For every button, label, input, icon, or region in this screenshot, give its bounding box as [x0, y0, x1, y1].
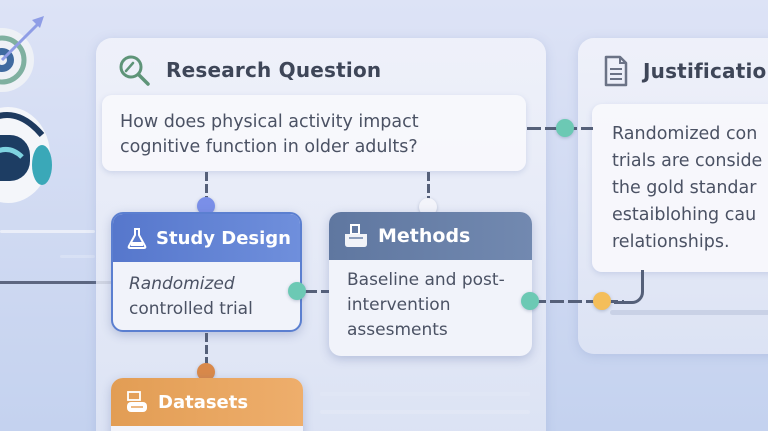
study-design-header: Study Design [113, 214, 300, 262]
methods-line2: intervention [347, 295, 451, 315]
research-question-text-line1: How does physical activity impact [120, 112, 419, 132]
study-design-title: Study Design [156, 227, 291, 249]
connector-dot-teal [288, 282, 306, 300]
methods-line1: Baseline and post- [347, 270, 505, 290]
justification-line: the gold standar [612, 178, 757, 198]
background-streak [0, 230, 95, 233]
connector-study-datasets [205, 333, 208, 367]
connector-rq-study-design [205, 172, 208, 202]
datasets-title: Datasets [158, 391, 249, 413]
connector-rq-methods [427, 172, 430, 202]
background-streak [60, 255, 95, 258]
connector-study-methods [303, 290, 331, 293]
study-design-node[interactable]: Study Design Randomized controlled trial [111, 212, 302, 332]
connector-dot-yellow [593, 292, 611, 310]
justification-card: Randomized con trials are conside the go… [592, 104, 768, 272]
methods-body: Baseline and post- intervention assesmen… [329, 260, 532, 351]
connector-methods-justification [532, 300, 624, 303]
datasets-node[interactable]: Datasets [111, 378, 303, 431]
database-icon [125, 390, 149, 414]
connector-curve [614, 270, 644, 304]
connector-dot-teal [556, 119, 574, 137]
connector-dot-orange [197, 363, 215, 381]
research-question-card: How does physical activity impact cognit… [102, 95, 526, 171]
justification-header: Justificatio [603, 55, 766, 87]
connector-dot-blue [197, 197, 215, 215]
methods-node[interactable]: Methods Baseline and post- intervention … [329, 212, 532, 356]
study-design-line2: controlled trial [129, 299, 253, 319]
research-question-text-line2: cognitive function in older adults? [120, 137, 418, 157]
connector-dot-white [419, 198, 437, 216]
research-question-header: Research Question [118, 54, 381, 86]
methods-title: Methods [378, 225, 471, 247]
flask-icon [127, 227, 147, 249]
justification-line: estaibloh​ing cau [612, 205, 757, 225]
datasets-header: Datasets [111, 378, 303, 426]
left-connector [0, 281, 112, 284]
study-design-line1: Randomized [129, 274, 235, 294]
methods-header: Methods [329, 212, 532, 260]
research-question-title: Research Question [166, 58, 382, 82]
justification-shelf [610, 310, 768, 315]
study-design-body: Randomized controlled trial [113, 262, 300, 330]
magnifier-icon [118, 54, 152, 86]
document-icon [603, 55, 629, 87]
justification-title: Justificatio [643, 59, 767, 83]
target-illustration [0, 12, 45, 92]
connector-dot-teal [521, 292, 539, 310]
robot-mascot [0, 95, 60, 205]
justification-line: Randomized con [612, 124, 758, 144]
justification-line: trials are conside [612, 151, 763, 171]
justification-line: relationships. [612, 232, 730, 252]
printer-icon [343, 224, 369, 248]
methods-line3: assesments [347, 320, 448, 340]
